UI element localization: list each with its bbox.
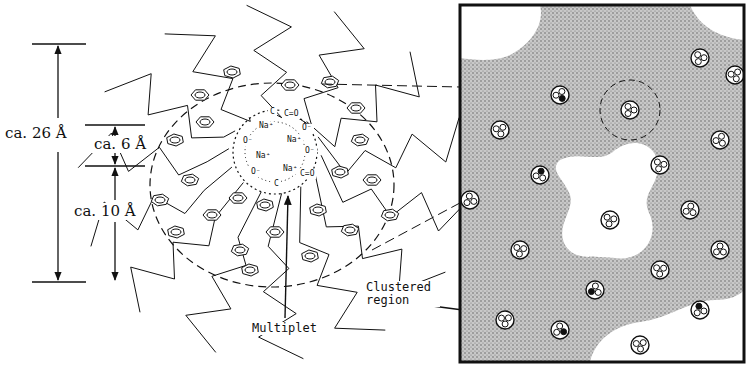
dimension-label: ca. 26 Å bbox=[3, 125, 69, 142]
ion-label: O⁻ bbox=[249, 168, 263, 177]
group-label: C=O bbox=[298, 170, 316, 179]
panel-frame bbox=[460, 5, 744, 362]
atom-label: C bbox=[272, 180, 281, 189]
phenyl-rings bbox=[151, 66, 398, 276]
ion-label: Na⁺ bbox=[281, 165, 299, 174]
callout-label: Multiplet bbox=[250, 322, 319, 335]
dimension-label: ca. 6 Å bbox=[92, 136, 148, 153]
cluster-boundary bbox=[150, 83, 394, 287]
leader-line bbox=[285, 196, 288, 318]
ion-label: Na⁺ bbox=[254, 152, 272, 161]
atom-label: C bbox=[268, 108, 277, 117]
multiplet-core bbox=[245, 122, 305, 182]
ion-label: Na⁺ bbox=[257, 122, 275, 131]
callout-label: Clustered region bbox=[364, 281, 440, 307]
dimension-lines bbox=[32, 44, 145, 282]
dimension-label: ca. 10 Å bbox=[72, 203, 138, 220]
multiplet-boundary bbox=[233, 110, 317, 194]
ion-label: Na⁺ bbox=[285, 136, 303, 145]
polymer-chains bbox=[78, 5, 472, 358]
morphology-panel bbox=[460, 5, 744, 362]
ion-label: O⁻ bbox=[303, 147, 317, 156]
ion-label: O⁻ bbox=[300, 124, 314, 133]
group-label: C=O bbox=[282, 110, 300, 119]
ion-label: O⁻ bbox=[241, 137, 255, 146]
